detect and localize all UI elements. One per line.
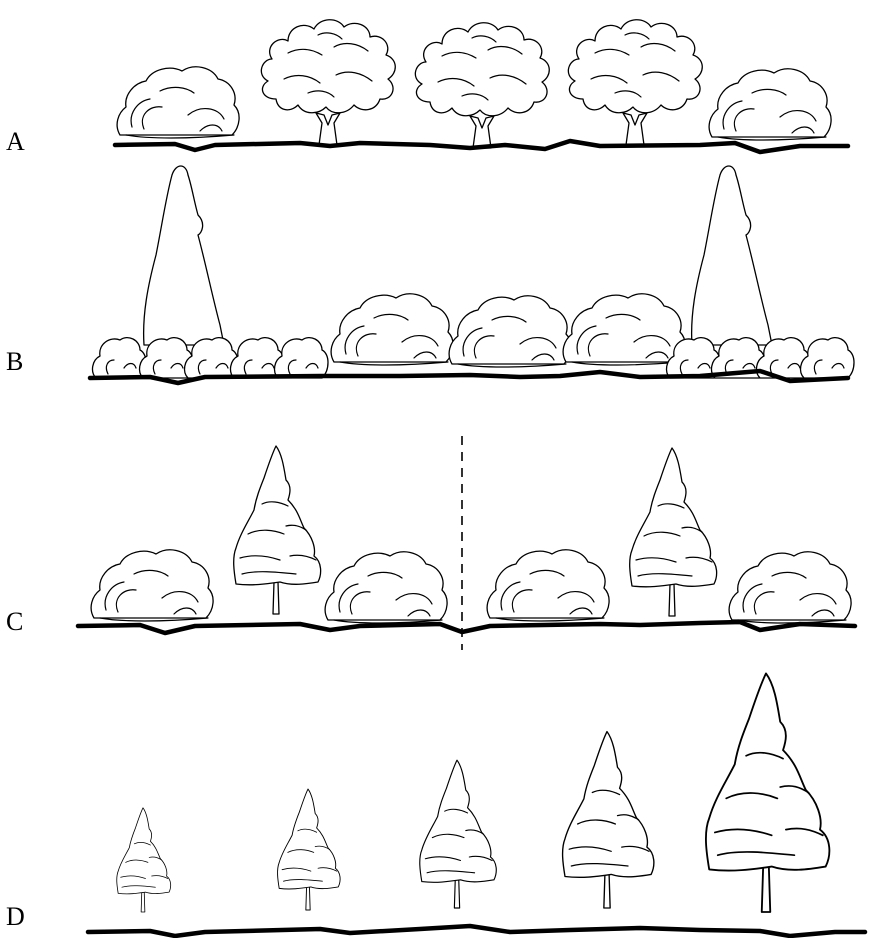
ground-line (87, 368, 851, 386)
conifer (561, 730, 655, 909)
ground-line (85, 923, 868, 938)
conifer (277, 788, 341, 911)
ground-line (112, 138, 851, 155)
shrub (486, 549, 610, 622)
shrub (324, 551, 448, 624)
ground-line (75, 619, 858, 636)
conifer (629, 447, 718, 617)
shrub (728, 551, 852, 624)
conifer-small (116, 807, 172, 913)
row-b (87, 165, 855, 386)
row-label-b: B (6, 347, 23, 376)
hedge-bush (273, 336, 329, 379)
conifer (233, 445, 322, 615)
conifer (419, 759, 497, 909)
row-c (75, 436, 858, 650)
conifer-large (704, 672, 831, 913)
deciduous-tree (260, 19, 396, 146)
tall-conifer (690, 165, 773, 346)
tall-conifer (142, 165, 225, 346)
deciduous-tree (567, 19, 703, 146)
shrub (116, 66, 240, 139)
shrub (330, 293, 454, 366)
row-label-d: D (6, 902, 25, 931)
row-label-a: A (6, 127, 25, 156)
row-a (112, 19, 851, 155)
hedge-bush (91, 336, 147, 379)
deciduous-tree (414, 22, 550, 149)
row-d (85, 672, 868, 938)
shrub (562, 293, 686, 366)
shrub (90, 549, 214, 622)
hedge-bush (799, 336, 855, 379)
row-label-c: C (6, 607, 23, 636)
shrub (708, 68, 832, 141)
shrub (448, 295, 572, 368)
